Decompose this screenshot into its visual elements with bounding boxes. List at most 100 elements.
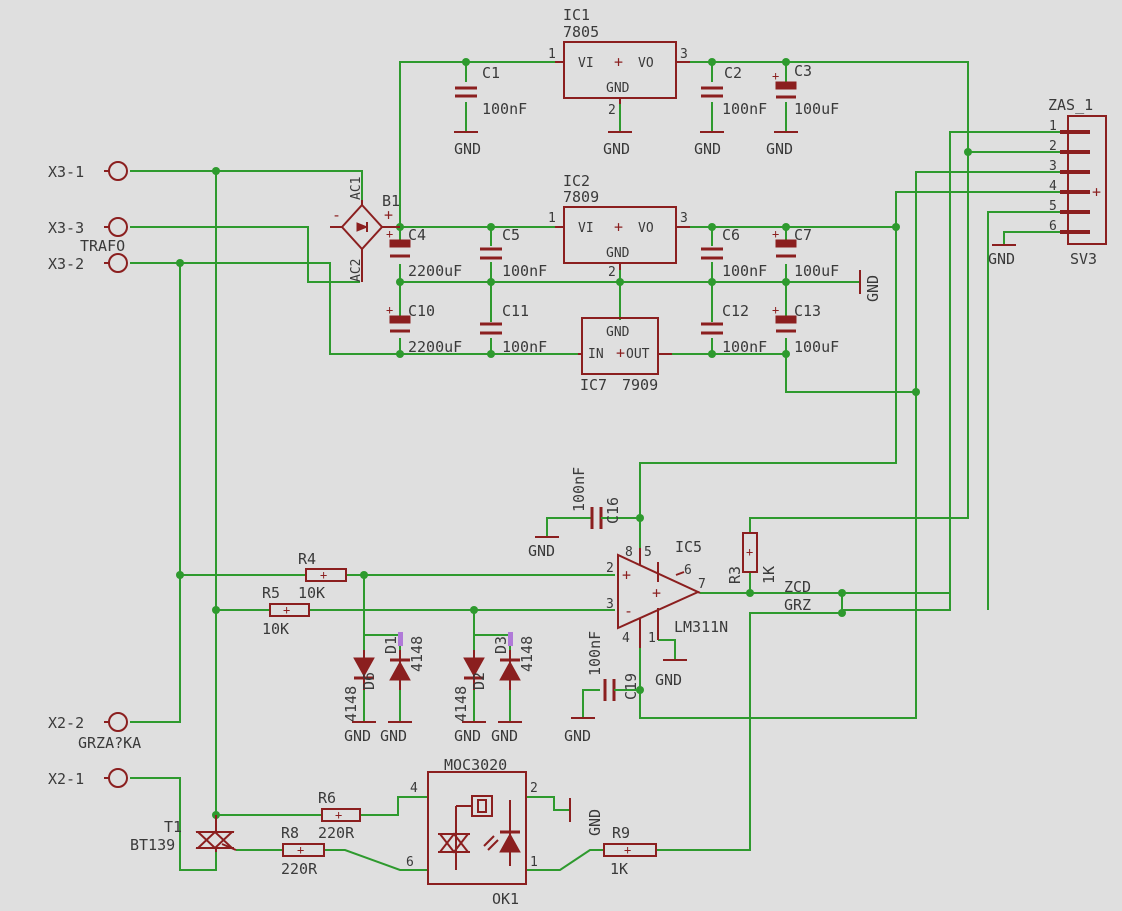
sv3-title: ZAS_1 [1048, 96, 1093, 114]
optocoupler-moc3020-icon [427, 771, 527, 885]
c6-value: 100nF [722, 262, 767, 280]
sv3-name: SV3 [1070, 250, 1097, 268]
gnd-label-d6: GND [344, 727, 371, 745]
ic5-pin7: 7 [698, 577, 706, 592]
c4-value: 2200uF [408, 262, 462, 280]
gnd-label-sv3: GND [988, 250, 1015, 268]
c6-name: C6 [722, 226, 740, 244]
gnd-label-c2: GND [694, 140, 721, 158]
moc-pin1: 1 [530, 855, 538, 870]
c19-name: C19 [622, 673, 640, 700]
ic5-value: LM311N [674, 618, 728, 636]
r5-value: 10K [262, 620, 289, 638]
d3-name: D3 [492, 636, 510, 654]
svg-text:+: + [772, 69, 779, 83]
ic7-in: IN [588, 347, 604, 362]
c12-name: C12 [722, 302, 749, 320]
ic1-vi: VI [578, 56, 594, 71]
capacitor-c5-icon [480, 247, 502, 260]
ic7-gnd: GND [606, 325, 630, 340]
capacitor-c11-icon [480, 322, 502, 335]
svg-text:-: - [624, 602, 633, 620]
label-x3-2: X3-2 [48, 255, 84, 273]
c2-name: C2 [724, 64, 742, 82]
r6-value: 220R [318, 824, 355, 842]
b1-ac1: AC1 [349, 177, 364, 200]
r8-name: R8 [281, 824, 299, 842]
diode-d6-icon [353, 650, 375, 690]
resistor-r9-icon: + [603, 843, 657, 857]
bridge-rectifier-b1-icon [330, 200, 400, 282]
ic5-pin3: 3 [606, 597, 614, 612]
ic2-value: 7809 [563, 188, 599, 206]
t1-name: T1 [164, 818, 182, 836]
sv3-pin-5: 5 [1049, 199, 1057, 214]
sv3-pin-2: 2 [1049, 139, 1057, 154]
resistor-r4-icon: + [305, 568, 347, 582]
ic7-value: 7909 [622, 376, 658, 394]
label-grzalka: GRZA?KA [78, 734, 141, 752]
c11-value: 100nF [502, 338, 547, 356]
svg-text:+: + [297, 843, 304, 857]
label-x3-1: X3-1 [48, 163, 84, 181]
wires [130, 61, 1060, 871]
net-grz: GRZ [784, 596, 811, 614]
sv3-pin-6: 6 [1049, 219, 1057, 234]
gnd-label-d2: GND [454, 727, 481, 745]
diodes [353, 632, 521, 690]
ic2-vo: VO [638, 221, 654, 236]
d6-value: 4148 [342, 686, 360, 722]
capacitor-c6-icon [701, 247, 723, 260]
c3-name: C3 [794, 62, 812, 80]
gnd-label-c16: GND [528, 542, 555, 560]
r4-name: R4 [298, 550, 316, 568]
ic2-pin2: 2 [608, 265, 616, 280]
d2-name: D2 [470, 672, 488, 690]
capacitor-c10-icon: + [386, 303, 411, 333]
gnd-label-ic5: GND [655, 671, 682, 689]
ground-symbols [352, 131, 1016, 822]
ic5-name: IC5 [675, 538, 702, 556]
c5-name: C5 [502, 226, 520, 244]
d3-value: 4148 [518, 636, 536, 672]
t1-value: BT139 [130, 836, 175, 854]
regulator-ic1 [555, 41, 690, 104]
comparator-ic5-icon [617, 548, 701, 648]
moc-name: MOC3020 [444, 756, 507, 774]
gnd-label-c19: GND [564, 727, 591, 745]
capacitor-c4-icon: + [386, 227, 411, 258]
c7-name: C7 [794, 226, 812, 244]
d6-name: D6 [360, 672, 378, 690]
c2-value: 100nF [722, 100, 767, 118]
capacitor-c7-icon: + [772, 227, 797, 258]
svg-text:+: + [622, 566, 631, 584]
gnd-label-c3: GND [766, 140, 793, 158]
capacitors: + + + + + [386, 69, 797, 701]
label-trafo: TRAFO [80, 237, 125, 255]
c19-value: 100nF [586, 631, 604, 676]
sv3-pin-3: 3 [1049, 159, 1057, 174]
gnd-label-d3: GND [491, 727, 518, 745]
r4-value: 10K [298, 584, 325, 602]
c12-value: 100nF [722, 338, 767, 356]
diode-d3-icon [499, 632, 521, 690]
connector-sv3-icon: + [1060, 115, 1107, 245]
regulator-ic2 [555, 206, 690, 270]
junction-dots [176, 58, 972, 819]
gnd-label-d1: GND [380, 727, 407, 745]
ic1-value: 7805 [563, 23, 599, 41]
svg-text:+: + [746, 545, 753, 559]
ic2-name: IC2 [563, 172, 590, 190]
sv3-pin-1: 1 [1049, 119, 1057, 134]
r3-value: 1K [760, 566, 778, 584]
svg-text:+: + [614, 218, 623, 236]
ic1-name: IC1 [563, 6, 590, 24]
svg-text:+: + [624, 843, 631, 857]
capacitor-c13-icon: + [772, 303, 797, 333]
r6-name: R6 [318, 789, 336, 807]
svg-text:+: + [772, 227, 779, 241]
svg-text:+: + [1092, 183, 1101, 201]
ic5-pin4: 4 [622, 631, 630, 646]
ic1-pin1: 1 [548, 47, 556, 62]
